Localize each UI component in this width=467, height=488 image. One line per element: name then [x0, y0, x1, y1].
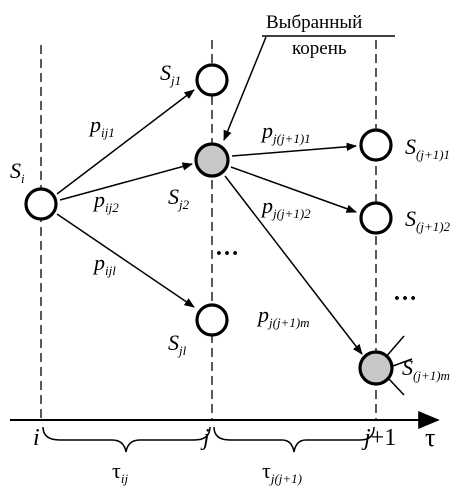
spike-2 — [392, 358, 413, 367]
brace-tau-ij — [42, 426, 211, 453]
label-sjl: Sjl — [168, 330, 187, 358]
label-pj2: pj(j+1)2 — [260, 193, 311, 221]
axis-tau-label: τ — [425, 423, 435, 452]
label-sj1: Sj1 — [160, 60, 181, 88]
brace-tau-jj1 — [213, 426, 375, 453]
tick-i: i — [33, 425, 40, 451]
label-tau-jj1: τj(j+1) — [262, 458, 302, 486]
label-sj1m: S(j+1)m — [402, 355, 450, 383]
edge-si-sjl — [56, 213, 195, 308]
label-pij1: pij1 — [88, 112, 115, 140]
spike-1 — [384, 335, 405, 359]
spike-3 — [388, 378, 405, 396]
node-sj11 — [359, 128, 393, 162]
edge-si-sj1 — [56, 89, 195, 195]
ellipsis-j: … — [215, 235, 239, 261]
label-pijl: pijl — [92, 250, 116, 278]
label-tau-ij: τij — [112, 458, 128, 486]
edge-sj2-sj12 — [230, 166, 357, 213]
callout-line-1: Выбранный — [266, 12, 362, 33]
label-pjm: pj(j+1)m — [256, 302, 310, 330]
label-pj1: pj(j+1)1 — [260, 118, 311, 146]
node-sj1 — [195, 63, 229, 97]
ellipsis-j-plus-1: … — [393, 280, 417, 306]
edge-sj2-sj11 — [231, 142, 358, 157]
node-sj2 — [194, 142, 230, 178]
label-sj11: S(j+1)1 — [405, 134, 450, 162]
callout-arrow — [223, 36, 267, 141]
callout-line-2: корень — [292, 38, 347, 59]
edge-si-sj2 — [59, 162, 194, 201]
label-si: Si — [10, 158, 25, 186]
node-sj1m — [358, 350, 394, 386]
label-sj2: Sj2 — [168, 184, 190, 212]
node-si — [24, 187, 58, 221]
edge-sj2-sj1m — [224, 175, 363, 355]
node-sj12 — [359, 201, 393, 235]
label-pij2: pij2 — [92, 187, 119, 215]
tick-j-plus-1: j+1 — [361, 425, 396, 451]
node-sjl — [195, 303, 229, 337]
label-sj12: S(j+1)2 — [405, 206, 451, 234]
